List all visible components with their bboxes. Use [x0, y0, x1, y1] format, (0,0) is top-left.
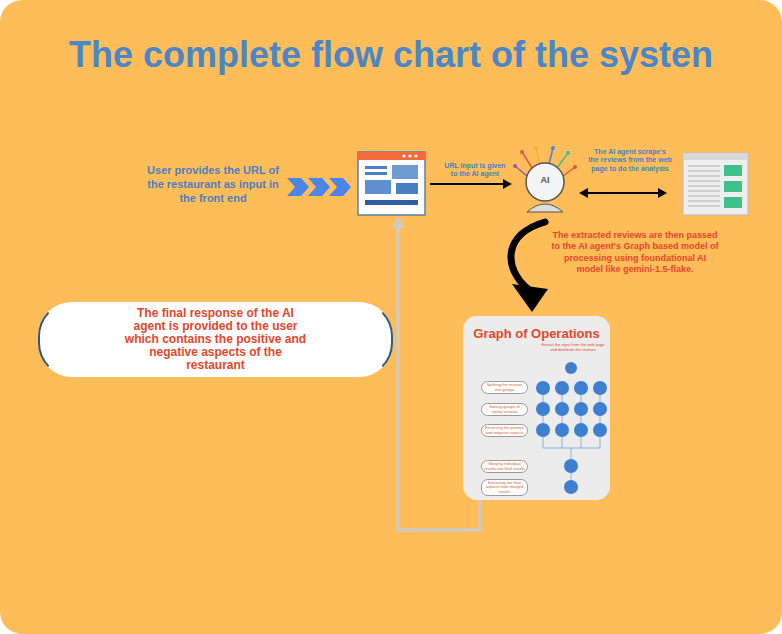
webpage-block — [392, 165, 418, 179]
response-pill: The final response of the AI agent is pr… — [38, 302, 393, 377]
webpage-header — [358, 152, 425, 160]
step-pill: Merging individual results into final re… — [481, 460, 528, 473]
text-line — [688, 165, 720, 167]
review-page-icon — [683, 153, 748, 215]
arrow-label: URL input is given to the AI agent — [442, 162, 508, 179]
step-text: Extracting the positive and negative asp… — [484, 426, 525, 435]
text-line — [688, 185, 720, 187]
graph-panel: Graph of OperationsExtract the input fro… — [463, 316, 610, 500]
graph-dot — [593, 402, 607, 416]
green-block — [724, 181, 742, 192]
text-line — [688, 175, 720, 177]
circuit-dot — [520, 150, 524, 154]
webpage-block — [365, 180, 391, 194]
graph-line — [543, 388, 544, 448]
graph-dot — [574, 402, 588, 416]
graph-dot — [555, 402, 569, 416]
window-dot — [408, 154, 411, 157]
ai-icon-text: AI — [533, 176, 557, 185]
step-pill: Splitting the reviews into groups — [481, 381, 528, 394]
text-line — [688, 200, 720, 202]
ai-shoulders — [527, 204, 563, 212]
graph-dot — [593, 381, 607, 395]
graph-dot — [564, 480, 578, 494]
step-pill: Extracting the final aspects from merged… — [481, 479, 528, 496]
graph-dot — [574, 381, 588, 395]
graph-line — [571, 448, 572, 487]
graph-dot — [565, 362, 577, 374]
double-arrow-line — [586, 192, 660, 194]
graph-dot — [555, 423, 569, 437]
ai-head — [526, 163, 564, 201]
webpage-line — [365, 172, 387, 175]
arrow-head — [579, 188, 588, 198]
step-text: Merging individual results into final re… — [484, 462, 525, 471]
circuit-line — [515, 166, 527, 176]
circuit-dot — [534, 146, 538, 150]
arrow-head — [658, 188, 667, 198]
step-pill: Sorting groups of similar reviews — [481, 403, 528, 416]
text-line — [688, 180, 720, 182]
curved-arrow — [511, 222, 545, 289]
graph-dot — [536, 423, 550, 437]
graph-line — [543, 448, 600, 449]
panel-note: Extract the input from the web page and … — [540, 343, 606, 352]
graph-line — [600, 388, 601, 448]
input-note: User provides the URL of the restaurant … — [142, 164, 284, 205]
graph-dot — [536, 402, 550, 416]
webpage-icon — [358, 152, 425, 215]
panel-heading: Graph of Operations — [463, 326, 610, 341]
green-block — [724, 197, 742, 208]
arrow-line — [430, 183, 505, 185]
circuit-line — [522, 152, 532, 168]
step-text: Sorting groups of similar reviews — [484, 405, 525, 414]
graph-dot — [555, 381, 569, 395]
text-line — [688, 205, 720, 207]
circuit-dot — [566, 151, 570, 155]
review-page-header — [683, 153, 748, 160]
chevron — [287, 178, 309, 196]
circuit-dot — [573, 165, 577, 169]
window-dot — [402, 154, 405, 157]
graph-dot — [564, 459, 578, 473]
chevron — [308, 178, 330, 196]
arrow-head — [512, 284, 548, 312]
graph-dot — [574, 423, 588, 437]
webpage-block — [396, 183, 418, 194]
text-line — [688, 170, 720, 172]
arrow-head — [503, 179, 512, 189]
chevron — [329, 178, 351, 196]
circuit-line — [557, 153, 568, 168]
circuit-dot — [551, 146, 555, 150]
text-line — [688, 190, 720, 192]
step-text: Extracting the final aspects from merged… — [484, 481, 525, 494]
webpage-line — [365, 166, 387, 169]
circuit-line — [549, 148, 553, 164]
response-text: The final response of the AI agent is pr… — [123, 307, 309, 372]
step-pill: Extracting the positive and negative asp… — [481, 424, 528, 437]
diagram-title: The complete flow chart of the systen — [0, 34, 782, 76]
graph-dot — [536, 381, 550, 395]
process-note: The extracted reviews are then passed to… — [550, 230, 720, 275]
step-text: Splitting the reviews into groups — [484, 383, 525, 392]
circuit-line — [563, 167, 575, 176]
arrow-head — [392, 216, 404, 228]
circuit-dot — [513, 164, 517, 168]
window-dot — [414, 154, 417, 157]
graph-dot — [593, 423, 607, 437]
green-block — [724, 165, 742, 176]
text-line — [688, 195, 720, 197]
graph-line — [581, 388, 582, 448]
circuit-line — [536, 148, 540, 164]
graph-line — [562, 388, 563, 448]
arrow-label: The AI agent scrape's the reviews from t… — [588, 148, 672, 173]
webpage-bar — [365, 200, 418, 205]
